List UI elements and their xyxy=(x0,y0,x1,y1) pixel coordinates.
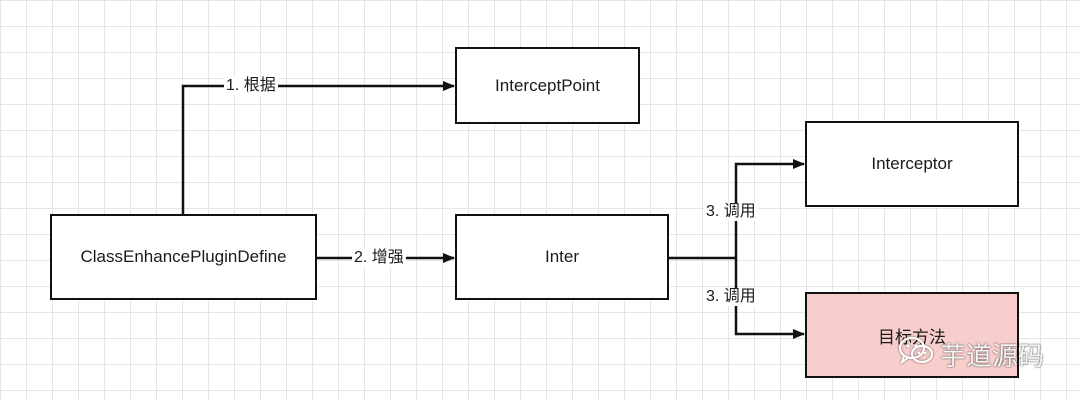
edge-call-target-line xyxy=(734,258,805,339)
edge-call-target-label: 3. 调用 xyxy=(704,288,758,306)
node-class-enhance-plugin-define: ClassEnhancePluginDefine xyxy=(50,214,317,300)
node-class-enhance-plugin-define-label: ClassEnhancePluginDefine xyxy=(80,247,287,266)
node-interceptor: Interceptor xyxy=(805,121,1019,207)
edge-call-interceptor-label: 3. 调用 xyxy=(704,203,758,221)
watermark-text: 芋道源码 xyxy=(940,342,1045,372)
edge-according-line xyxy=(181,81,455,214)
edge-call-interceptor-line xyxy=(734,159,805,258)
edge-enhance-label: 2. 增强 xyxy=(352,249,406,267)
node-intercept-point: InterceptPoint xyxy=(455,47,640,124)
node-inter-label: Inter xyxy=(544,247,580,266)
node-intercept-point-label: InterceptPoint xyxy=(495,75,600,95)
wechat-icon xyxy=(898,336,934,373)
node-interceptor-label: Interceptor xyxy=(871,154,953,173)
watermark: 芋道源码 xyxy=(898,336,1044,373)
node-inter: Inter xyxy=(455,214,669,300)
edge-according-label: 1. 根据 xyxy=(224,77,278,95)
node-target-method: 目标方法 xyxy=(805,292,1019,378)
